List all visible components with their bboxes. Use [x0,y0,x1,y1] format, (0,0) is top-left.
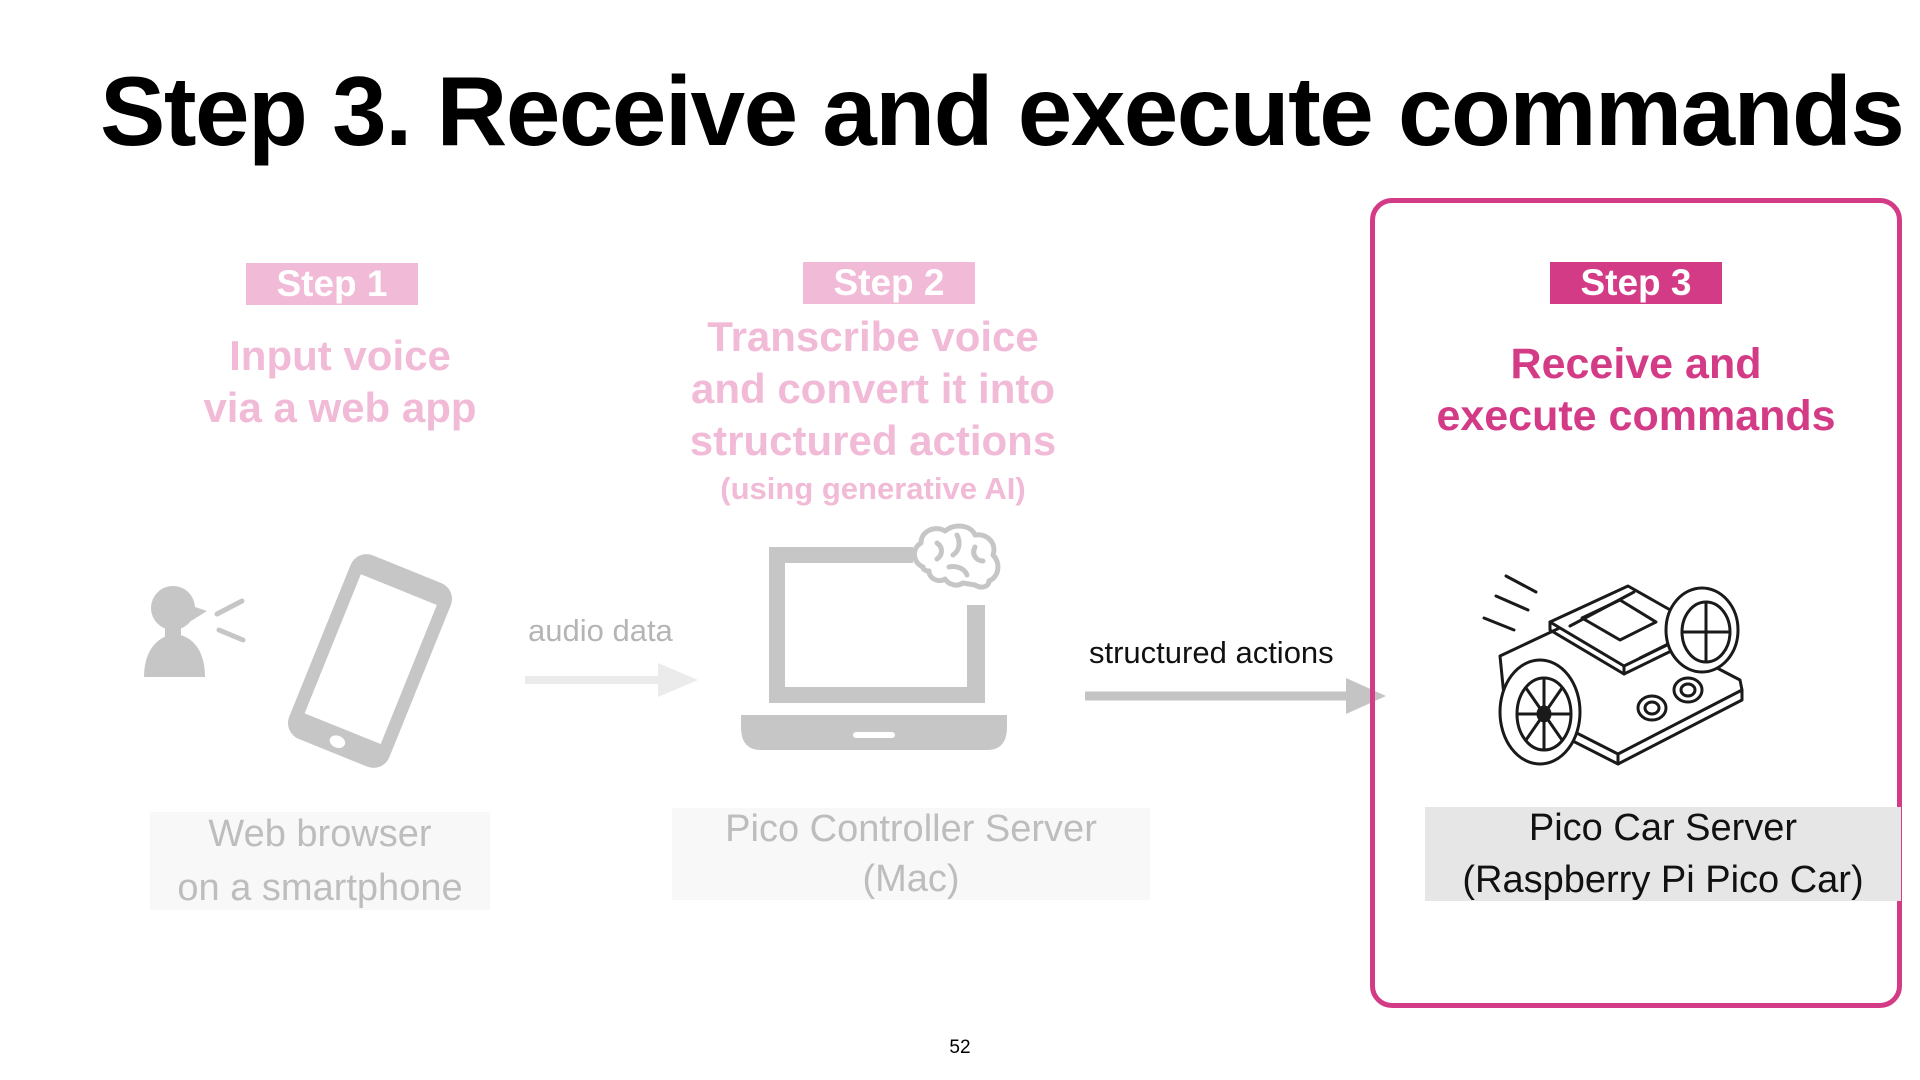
step-3-highlight-frame [1370,198,1902,1008]
smartphone-icon [287,554,453,768]
slide-title: Step 3. Receive and execute commands [100,56,1905,166]
step-2-device-label: Pico Controller Server (Mac) [672,808,1150,900]
step-1-device-label-line: on a smartphone [177,867,463,909]
step-2-description-note: (using generative AI) [720,471,1026,506]
step-3-device-label: Pico Car Server (Raspberry Pi Pico Car) [1425,807,1901,901]
laptop-with-brain-icon [741,523,1007,750]
step-3-device-label-line: Pico Car Server [1528,807,1798,849]
step-2-description-line: Transcribe voice [707,313,1039,360]
step-1-device-label-line: Web browser [208,813,432,855]
step-1-device-label: Web browser on a smartphone [150,812,490,910]
audio-data-label: audio data [528,613,673,648]
step-3-badge: Step 3 [1550,262,1722,304]
step-1-description-line: Input voice [229,332,451,379]
step-1-badge: Step 1 [246,263,418,305]
step-2-device-label-line: Pico Controller Server [725,808,1097,850]
speech-lines-icon [214,598,246,643]
page-number: 52 [949,1037,971,1058]
step-2-badge: Step 2 [803,262,975,304]
structured-actions-arrow [1085,678,1386,714]
step-2-description-line: and convert it into [690,365,1055,412]
step-3-description-line: execute commands [1436,392,1836,440]
step-2-device-label-line: (Mac) [862,858,960,900]
audio-data-arrow [525,663,698,697]
person-speaking-icon [144,586,207,677]
step-2-description-line: structured actions [689,417,1057,464]
motion-lines-icon [1482,574,1538,632]
step-2-description: Transcribe voice and convert it into str… [643,311,1103,511]
step-1-description: Input voice via a web app [140,330,540,434]
step-1-description-line: via a web app [203,384,477,431]
sensor-icon [1636,676,1704,722]
person-speaking-smartphone-icon [144,554,453,768]
structured-actions-label: structured actions [1089,635,1334,670]
front-wheel-icon [1498,658,1582,766]
laptop-icon [741,547,1007,750]
step-3-description-line: Receive and [1510,340,1762,388]
rear-wheel-icon [1664,586,1740,674]
step-3-description: Receive and execute commands [1386,338,1886,442]
robot-car-icon [1482,574,1744,766]
step-3-device-label-line: (Raspberry Pi Pico Car) [1462,859,1864,901]
brain-icon [912,523,1001,590]
